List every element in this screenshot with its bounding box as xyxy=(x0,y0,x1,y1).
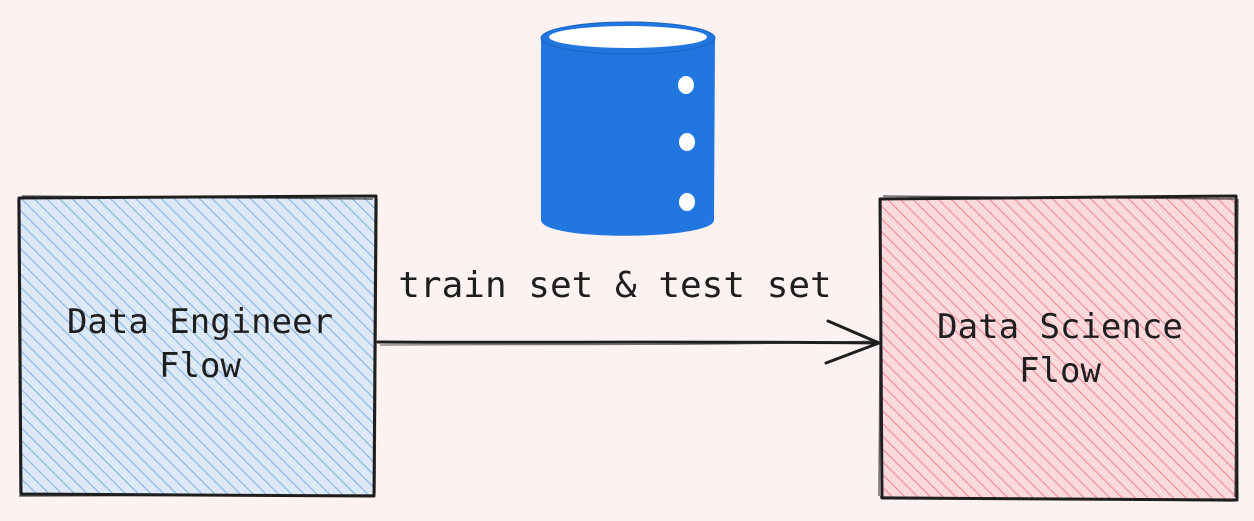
data-engineer-border-sketch xyxy=(17,195,378,497)
data-engineer-hatch xyxy=(20,197,375,495)
data-engineer-label-line2: Flow xyxy=(159,346,241,386)
data-engineer-label-line1: Data Engineer xyxy=(66,302,334,342)
data-science-node[interactable] xyxy=(878,194,1239,502)
data-engineer-node[interactable] xyxy=(17,194,378,498)
database-body xyxy=(541,25,715,236)
database-dot-2 xyxy=(679,133,695,151)
database-top-opening xyxy=(549,26,707,48)
data-science-border-sketch xyxy=(878,195,1239,502)
data-science-label-line1: Data Science xyxy=(937,307,1183,347)
data-science-border xyxy=(878,194,1239,502)
arrow-shaft-sketch xyxy=(379,340,876,346)
data-science-label-line2: Flow xyxy=(1019,351,1101,391)
arrow-label: train set & test set xyxy=(398,265,832,306)
data-engineer-label: Data Engineer Flow xyxy=(30,300,370,388)
data-science-label: Data Science Flow xyxy=(890,305,1230,393)
database-dot-1 xyxy=(678,76,694,94)
database-icon xyxy=(540,21,716,236)
data-engineer-border xyxy=(17,194,378,498)
data-science-hatch xyxy=(881,197,1236,499)
database-dot-3 xyxy=(679,193,695,211)
flow-arrow[interactable] xyxy=(376,319,881,365)
arrow-head xyxy=(824,319,881,365)
